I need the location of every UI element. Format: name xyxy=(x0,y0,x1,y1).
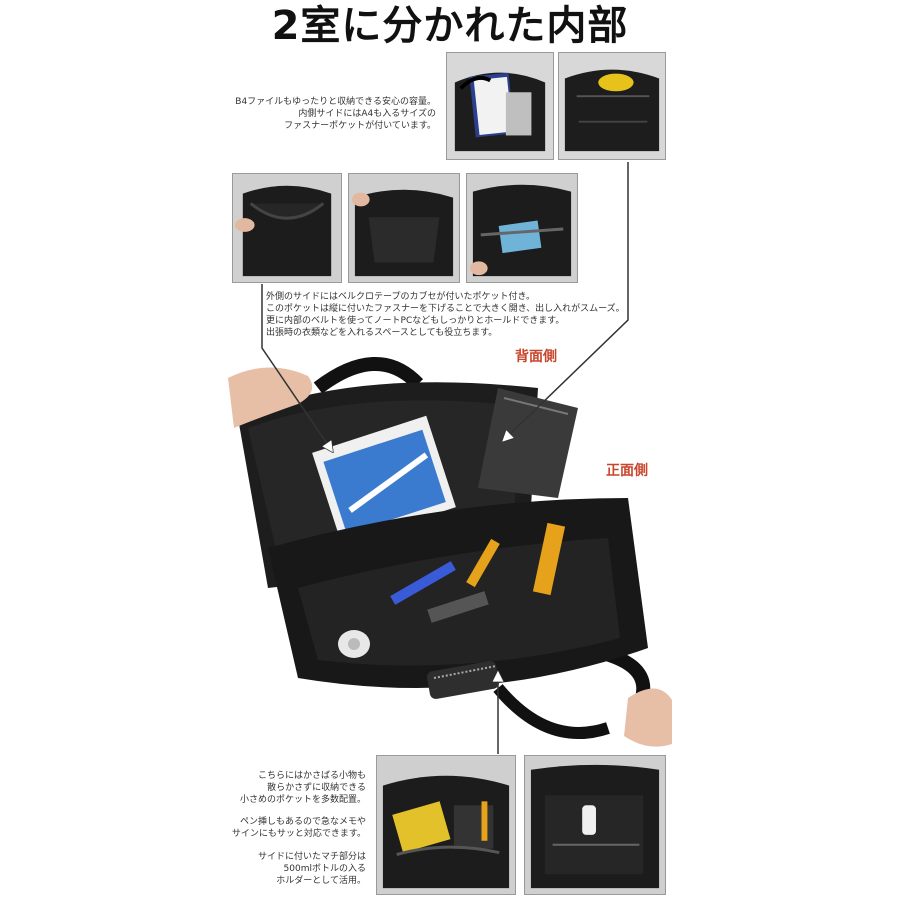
note-bottom-pen: ペン挿しもあるので急なメモや サインにもサッと対応できます。 xyxy=(180,816,366,840)
note-line: ホルダーとして活用。 xyxy=(276,876,366,886)
photo-pocket-open xyxy=(348,173,460,283)
note-bottom-pockets: こちらにはかさばる小物も 散らかさずに収納できる 小さめのポケットを多数配置。 xyxy=(180,770,366,806)
note-line: サインにもサッと対応できます。 xyxy=(231,829,366,839)
photo-outer-side-pocket-image xyxy=(233,174,341,282)
main-bag-photo xyxy=(228,348,672,756)
photo-pocket-open-image xyxy=(349,174,459,282)
photo-outer-side-pocket xyxy=(232,173,342,283)
photo-inner-file-compartment xyxy=(446,52,554,160)
note-line: 更に内部のベルトを使ってノートPCなどもしっかりとホールドできます。 xyxy=(266,316,565,326)
note-line: このポケットは縦に付いたファスナーを下げることで大きく開き、出し入れがスムーズ。 xyxy=(266,304,625,314)
note-line: サイドに付いたマチ部分は xyxy=(257,852,366,862)
main-bag-image xyxy=(228,357,672,747)
photo-zipper-pocket-image xyxy=(559,53,665,159)
photo-laptop-belt xyxy=(466,173,578,283)
note-middle: 外側のサイドにはベルクロテープのカブセが付いたポケット付き。 このポケットは縦に… xyxy=(266,291,625,339)
note-line: 出張時の衣類などを入れるスペースとしても役立ちます。 xyxy=(266,328,498,338)
note-line: ファスナーポケットが付いています。 xyxy=(284,121,436,131)
note-top-right: B4ファイルもゆったりと収納できる安心の容量。 内側サイドにはA4も入るサイズの… xyxy=(230,96,436,132)
note-line: ペン挿しもあるので急なメモや xyxy=(239,817,366,827)
photo-inner-file-compartment-image xyxy=(447,53,553,159)
photo-organizer-pockets-image xyxy=(377,756,515,894)
photo-laptop-belt-image xyxy=(467,174,577,282)
note-line: 外側のサイドにはベルクロテープのカブセが付いたポケット付き。 xyxy=(266,292,536,302)
page-title: 2室に分かれた内部 xyxy=(271,3,629,49)
note-line: B4ファイルもゆったりと収納できる安心の容量。 xyxy=(235,97,436,107)
label-front-side: 正面側 xyxy=(606,463,648,479)
photo-side-bottle-holder xyxy=(524,755,666,895)
note-line: 小さめのポケットを多数配置。 xyxy=(239,795,366,805)
photo-side-bottle-holder-image xyxy=(525,756,665,894)
photo-zipper-pocket xyxy=(558,52,666,160)
note-line: 500mlボトルの入る xyxy=(283,864,366,874)
note-line: こちらにはかさばる小物も xyxy=(257,771,366,781)
photo-organizer-pockets xyxy=(376,755,516,895)
note-line: 内側サイドにはA4も入るサイズの xyxy=(298,109,436,119)
note-line: 散らかさずに収納できる xyxy=(267,783,366,793)
note-bottom-bottle: サイドに付いたマチ部分は 500mlボトルの入る ホルダーとして活用。 xyxy=(180,851,366,887)
